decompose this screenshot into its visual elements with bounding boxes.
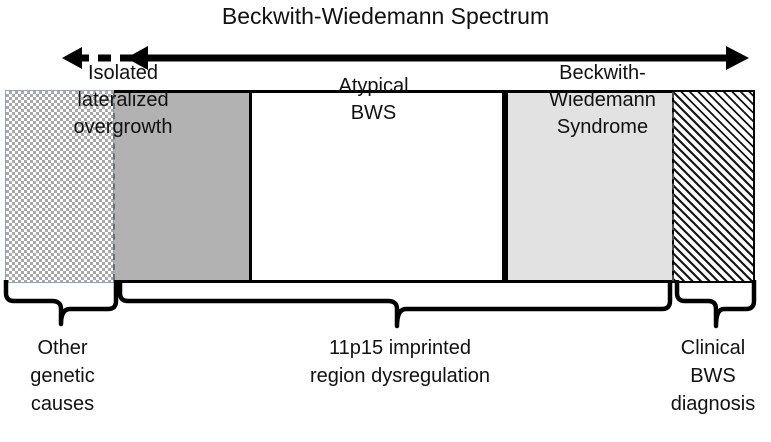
bar-segment-checkered[interactable] (5, 90, 114, 283)
bar-segment-atypical-bws[interactable] (252, 90, 505, 283)
braces-svg (3, 276, 757, 329)
brace-clinical-bws-diagnosis (674, 276, 757, 329)
spectrum-bar (5, 90, 755, 283)
arrow-right-head-icon (726, 46, 749, 70)
bar-segment-gray[interactable] (113, 90, 252, 283)
bar-segment-bws[interactable] (505, 90, 672, 283)
brace-11p15-dysregulation (117, 276, 673, 329)
brace-other-genetic-causes (3, 276, 119, 327)
spectrum-arrow (0, 38, 771, 82)
caption-clinical-bws-diagnosis: Clinical BWS diagnosis (670, 337, 756, 415)
arrow-left-head-icon (62, 47, 82, 69)
arrow-mid-head-icon (126, 46, 148, 70)
caption-other-genetic-causes: Other genetic causes (30, 337, 95, 415)
bar-segment-hatched[interactable] (672, 90, 755, 283)
page-title: Beckwith-Wiedemann Spectrum (221, 3, 550, 29)
brace-group (0, 276, 771, 335)
caption-11p15-dysregulation: 11p15 imprinted region dysregulation (309, 337, 491, 387)
spectrum-arrow-svg (62, 46, 749, 70)
